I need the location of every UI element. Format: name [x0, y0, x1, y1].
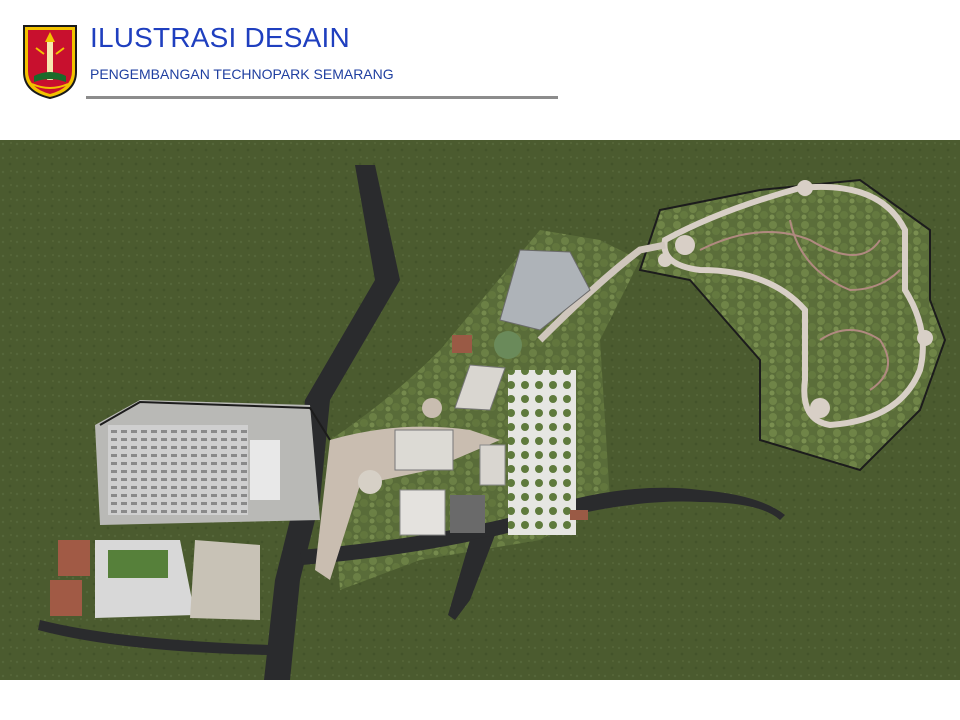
site-plan-illustration [0, 140, 960, 680]
site-plan-drawing [0, 140, 960, 680]
page-subtitle: PENGEMBANGAN TECHNOPARK SEMARANG [90, 66, 394, 82]
page-title: ILUSTRASI DESAIN [90, 22, 350, 53]
header-divider [86, 96, 558, 99]
semarang-emblem-logo [23, 25, 77, 100]
